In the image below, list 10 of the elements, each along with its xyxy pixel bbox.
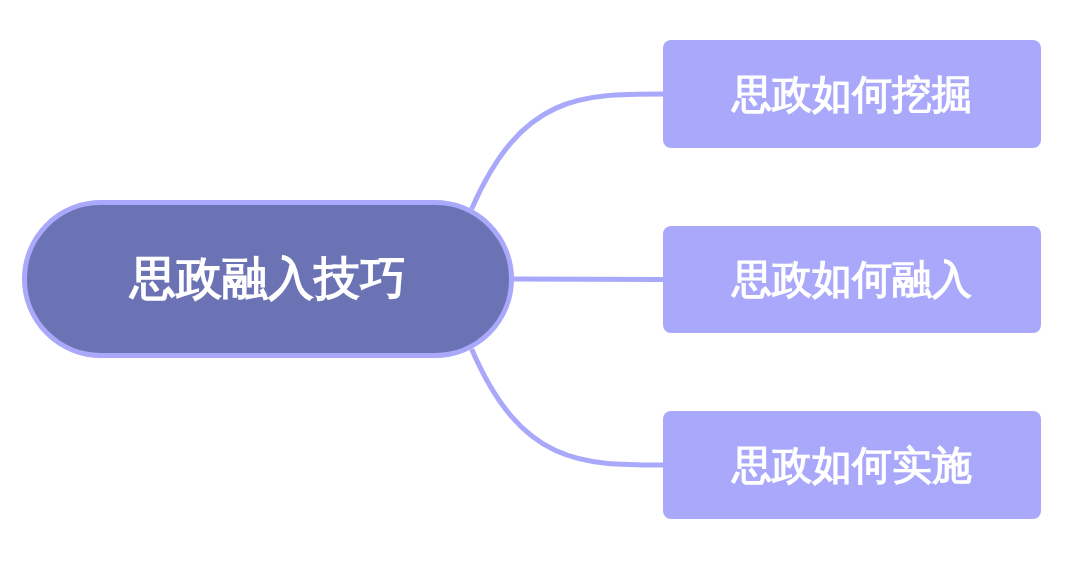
topic-text: 思政如何融入 bbox=[732, 255, 972, 304]
topic-text: 思政如何挖掘 bbox=[732, 69, 972, 119]
subtopic-box bbox=[663, 226, 1041, 333]
topic-text: 思政如何实施 bbox=[732, 440, 972, 490]
topic-text: 思政融入技巧 bbox=[130, 250, 406, 307]
connector-line bbox=[469, 347, 663, 468]
subtopic-box bbox=[663, 40, 1041, 148]
subtopic-box bbox=[663, 411, 1041, 519]
connector-line bbox=[514, 276, 663, 282]
connector-line bbox=[469, 91, 663, 211]
